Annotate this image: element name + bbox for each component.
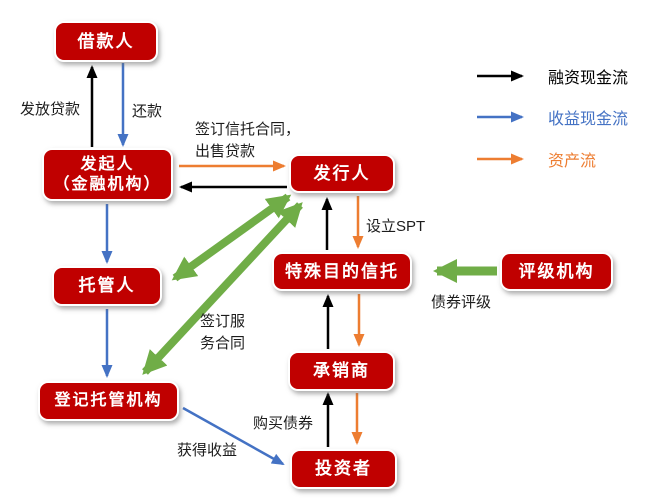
node-investor-label: 投资者	[315, 459, 372, 479]
node-registrar: 登记托管机构	[38, 381, 179, 421]
node-originator: 发起人 （金融机构）	[42, 148, 173, 201]
edge-label-setup-spt: 设立SPT	[366, 218, 426, 235]
edge-label-buy-bonds: 购买债券	[253, 415, 314, 432]
node-borrower: 借款人	[54, 21, 158, 62]
legend-item-income-cash-flow: 收益现金流	[476, 105, 628, 129]
arrow-gain-income	[182, 406, 285, 466]
node-borrower-label: 借款人	[77, 31, 135, 51]
edge-label-bond-rating: 债券评级	[431, 294, 492, 311]
node-rating-agency: 评级机构	[500, 252, 613, 291]
node-underwriter: 承销商	[288, 351, 395, 391]
edge-label-sign-trust-line1: 签订信托合同，	[195, 121, 301, 138]
node-rating-agency-label: 评级机构	[518, 261, 595, 281]
edge-label-repayment: 还款	[132, 103, 163, 120]
edge-label-sign-service-line2: 务合同	[200, 335, 246, 352]
node-originator-label-line2: （金融机构）	[53, 175, 162, 193]
node-underwriter-label: 承销商	[313, 361, 370, 381]
edge-label-sign-trust-line2: 出售贷款	[195, 143, 256, 160]
legend-blue-arrow-icon	[477, 111, 524, 123]
legend-item-financing-cash-flow: 融资现金流	[476, 64, 628, 88]
legend-orange-arrow-icon	[477, 153, 524, 165]
node-issuer-label: 发行人	[313, 163, 371, 183]
legend-label-financing-cash-flow: 融资现金流	[548, 70, 629, 87]
node-custodian-label: 托管人	[78, 276, 136, 296]
edge-label-sign-service: 签订服 务合同	[200, 311, 245, 355]
edge-label-issue-loan: 发放贷款	[20, 101, 81, 118]
node-issuer: 发行人	[289, 154, 395, 193]
node-custodian: 托管人	[52, 266, 162, 306]
edge-label-sign-service-line1: 签订服	[200, 313, 246, 330]
edge-label-sign-trust: 签订信托合同， 出售贷款	[195, 119, 300, 163]
node-spt-label: 特殊目的信托	[285, 261, 399, 281]
node-originator-label-line1: 发起人	[80, 155, 135, 173]
legend-black-arrow-icon	[477, 70, 524, 82]
edge-label-gain-income: 获得收益	[177, 442, 238, 459]
node-registrar-label: 登记托管机构	[54, 392, 163, 409]
arrow-sign-service-contract-double	[142, 202, 303, 375]
legend-label-asset-flow: 资产流	[548, 153, 597, 170]
node-spt: 特殊目的信托	[272, 252, 412, 291]
legend-label-income-cash-flow: 收益现金流	[548, 111, 629, 128]
node-investor: 投资者	[290, 449, 397, 489]
legend-item-asset-flow: 资产流	[476, 147, 596, 171]
